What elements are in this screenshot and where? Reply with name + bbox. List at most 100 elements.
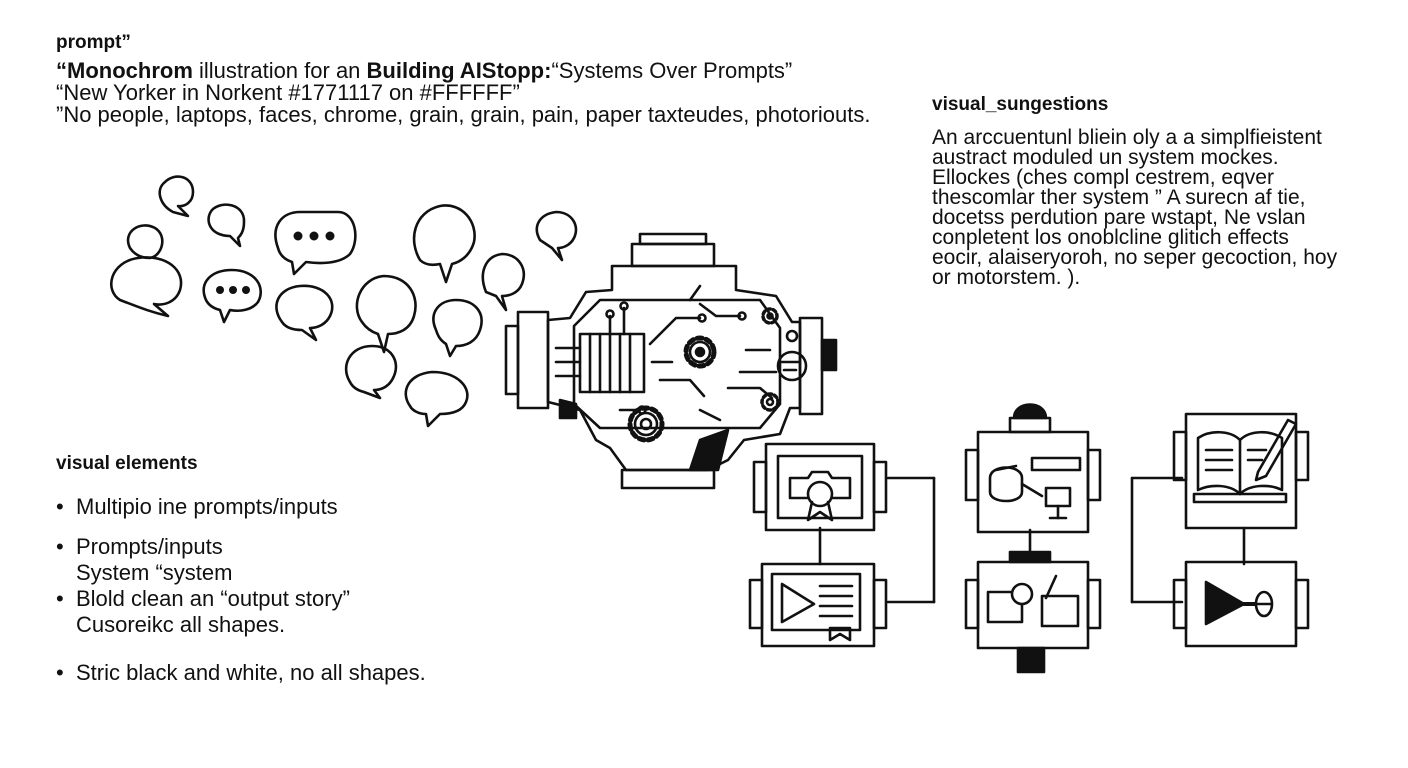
- speech-bubble-icon: [207, 203, 246, 248]
- panel-shapes-node: [964, 560, 1102, 674]
- speech-bubbles: [110, 175, 578, 428]
- panel-side: [872, 460, 888, 514]
- open-book-pencil-icon: [1192, 418, 1298, 504]
- trace-node: [605, 309, 615, 319]
- panel-book: [1172, 412, 1310, 530]
- speech-bubble-icon: [126, 224, 164, 260]
- panel-shapes-diagram: [964, 403, 1102, 564]
- speech-bubble-icon: [432, 298, 483, 358]
- panel-frame: [760, 562, 876, 648]
- panel-connectors: [818, 476, 1246, 604]
- prompt-line-2: “New Yorker in Norkent #1771117 on #FFFF…: [56, 80, 520, 105]
- list-item-text: Stric black and white, no all shapes.: [76, 660, 426, 685]
- panel-play-key: [1172, 560, 1310, 648]
- speech-bubble-icon: [481, 252, 525, 312]
- speech-bubble-icon: [110, 256, 183, 318]
- prompt-text: “Monochrom illustration for an Building …: [56, 60, 870, 126]
- panel-frame: [764, 442, 876, 532]
- trace-node: [619, 301, 629, 311]
- speech-bubble-icon: [412, 204, 476, 284]
- prompt-heading: prompt”: [56, 32, 131, 53]
- suggestion-line: Ellockes (ches compl cestrem, eqver: [932, 166, 1274, 189]
- panel-frame: [976, 560, 1090, 650]
- panel-side: [964, 448, 980, 502]
- prompt-line-1-bold-a: “Monochrom: [56, 58, 193, 83]
- panel-frame: [976, 430, 1090, 534]
- suggestion-line: An arccuentunl bliein oly a a simplfieis…: [932, 126, 1322, 149]
- speech-bubble-icon: [404, 370, 469, 428]
- panel-top: [1008, 416, 1052, 434]
- trace-node: [697, 313, 707, 323]
- suggestion-line: docetss perdution pare wstapt, Ne vslan: [932, 206, 1306, 229]
- circuit-trace: [608, 306, 706, 412]
- machine-shadow: [558, 398, 578, 420]
- panel-side: [1086, 448, 1102, 502]
- award-ribbon-icon: [788, 470, 852, 522]
- gear-icon: [627, 405, 665, 443]
- panel-side: [1086, 578, 1102, 630]
- visual-elements-list: Multipio ine prompts/inputs Prompts/inpu…: [56, 494, 426, 686]
- small-dial: [785, 329, 799, 343]
- machine-left-plate: [516, 310, 550, 410]
- suggestion-line: austract moduled un system mockes.: [932, 146, 1279, 169]
- speech-bubble-icon: [535, 210, 578, 262]
- ellipsis-dot: [309, 231, 319, 241]
- prompt-line-1-tail: “Systems Over Prompts”: [551, 58, 793, 83]
- gauge-dial: [776, 350, 808, 382]
- panel-side: [1172, 578, 1188, 630]
- machine-left-flange: [504, 324, 520, 396]
- suggestion-line: conpletent los onoblcline glitich effect…: [932, 226, 1289, 249]
- panel-side: [1172, 430, 1188, 482]
- list-item-text: Blold clean an “output story”: [76, 586, 350, 611]
- panel-play-document: [748, 562, 888, 648]
- speech-bubble-icon: [355, 274, 417, 354]
- machine-bottom-base: [620, 468, 716, 490]
- panel-side: [964, 578, 980, 630]
- panel-side: [1294, 430, 1310, 482]
- speech-bubble-icon: [275, 284, 334, 342]
- machine-outer-body: [546, 264, 802, 472]
- visual-elements-heading: visual elements: [56, 453, 198, 474]
- prompt-line-1: “Monochrom illustration for an Building …: [56, 60, 870, 82]
- panel-side: [752, 460, 768, 514]
- ellipsis-dot: [216, 286, 224, 294]
- machine-right-plate: [798, 316, 824, 416]
- prompt-line-3: ”No people, laptops, faces, chrome, grai…: [56, 102, 871, 127]
- list-item-subtext: Cusoreikc all shapes.: [76, 612, 286, 637]
- gear-icon: [761, 307, 779, 325]
- panel-base: [1016, 646, 1046, 674]
- trace-node: [737, 311, 747, 321]
- machine-shadow: [688, 428, 730, 472]
- visual-suggestions-body: An arccuentunl bliein oly a a simplfieis…: [932, 126, 1372, 289]
- play-key-icon: [1204, 580, 1274, 626]
- speech-bubble-icon: [158, 175, 195, 218]
- suggestion-line: eocir, alaiseryoroh, no seper gecoction,…: [932, 246, 1338, 269]
- shapes-node-icon: [986, 574, 1080, 628]
- panel-side: [872, 578, 888, 630]
- circuit-trace: [688, 284, 778, 422]
- shapes-diagram-icon: [988, 456, 1082, 520]
- speech-bubble-icon: [344, 344, 398, 400]
- machine-top-neck: [630, 242, 716, 268]
- panel-joint: [1008, 550, 1052, 564]
- panel-award: [752, 442, 888, 532]
- gauge-needle: [780, 360, 802, 372]
- panel-side: [1294, 578, 1310, 630]
- panel-side: [748, 578, 764, 630]
- speech-bubble-icon: [202, 268, 262, 324]
- suggestion-line: thescomlar ther system ” A surecn af tie…: [932, 186, 1306, 209]
- list-item-subtext: System “system: [76, 560, 233, 585]
- list-item: Multipio ine prompts/inputs: [56, 494, 426, 520]
- panel-dome: [1012, 403, 1048, 420]
- panel-screen: [776, 454, 864, 520]
- list-item-text: Prompts/inputs: [76, 534, 223, 559]
- list-item: Blold clean an “output story”Cusoreikc a…: [56, 586, 426, 638]
- play-document-icon: [780, 582, 854, 642]
- speech-bubble-icon: [274, 210, 357, 276]
- suggestion-line: or motorstem. ).: [932, 266, 1081, 289]
- gear-icon: [760, 392, 780, 412]
- list-item-text: Multipio ine prompts/inputs: [76, 494, 338, 519]
- gear-icon: [683, 335, 717, 369]
